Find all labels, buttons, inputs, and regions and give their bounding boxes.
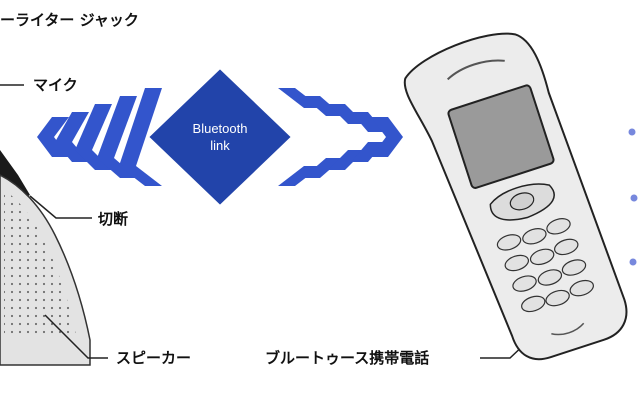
chevron-right-4	[303, 158, 343, 178]
chevron-right-5	[278, 166, 321, 186]
speaker-grille	[4, 190, 76, 335]
phone-screen	[447, 84, 555, 189]
bullet-dot-2	[630, 194, 638, 202]
phone-keypad	[496, 218, 594, 313]
chevron-right-3	[328, 150, 365, 170]
bluetooth-link-label-line1: Bluetooth	[192, 121, 248, 136]
car-kit-device	[0, 150, 91, 366]
mic-label: マイク	[33, 76, 78, 94]
chevron-right-1	[371, 137, 403, 157]
chevron-left-2	[55, 112, 89, 142]
chevron-right-4b	[303, 96, 343, 116]
chevron-left-3b	[75, 150, 112, 170]
speaker-leader-line	[44, 314, 108, 359]
chevron-left-3	[75, 104, 112, 150]
disconnect-leader-line	[29, 195, 92, 219]
bluetooth-link-label-line2: link	[210, 138, 230, 153]
phone-earpiece	[446, 59, 505, 81]
chevron-left-5	[119, 88, 162, 166]
bullet-dot-3	[629, 258, 637, 266]
chevron-left-2b	[55, 142, 89, 162]
chevron-left-4	[97, 96, 137, 158]
chevron-right-2b	[351, 112, 385, 132]
chevron-right-2	[351, 142, 385, 162]
bluetooth-diamond	[146, 66, 294, 208]
disconnect-label: 切断	[98, 210, 129, 228]
bluetooth-link-graphic	[37, 66, 403, 208]
mobile-phone	[403, 32, 628, 361]
phone-center-key	[509, 192, 535, 211]
speaker-label: スピーカー	[116, 349, 192, 367]
chevron-right-1b	[371, 117, 403, 137]
car-kit-black-top	[0, 150, 30, 200]
bluetooth-phone-label: ブルートゥース携帯電話	[265, 349, 430, 367]
chevron-right-5b	[278, 88, 321, 108]
chevron-left-1b	[37, 137, 69, 157]
chevron-left-4b	[97, 158, 137, 178]
chevron-right-3b	[328, 104, 365, 124]
bullet-dot-1	[628, 128, 636, 136]
chevron-left-5b	[119, 166, 162, 186]
lighter-jack-label: ーライター ジャック	[0, 11, 139, 29]
phone-mouthpiece	[551, 322, 585, 336]
chevron-left-1	[37, 117, 69, 137]
